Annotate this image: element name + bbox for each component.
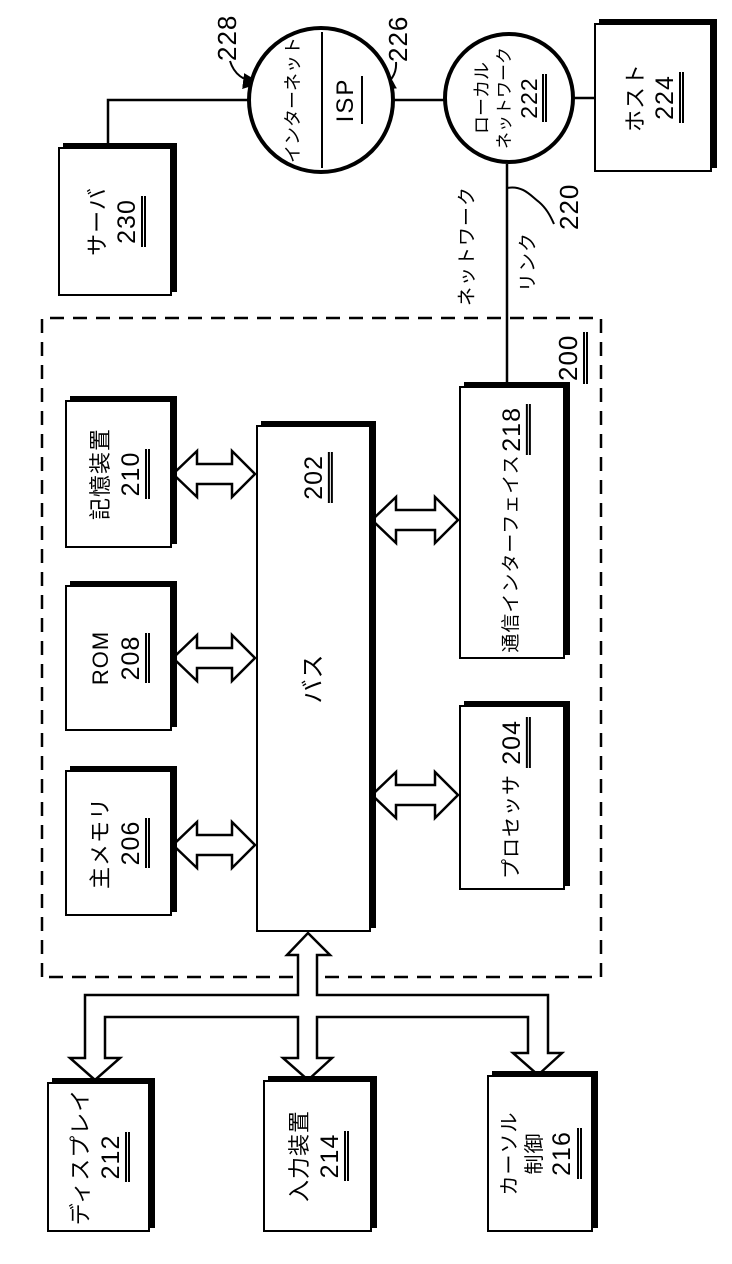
rom-label: ROM bbox=[88, 630, 114, 686]
storage-bus-double-arrow bbox=[171, 447, 257, 501]
local-network-circle: ローカル ネットワーク 222 bbox=[443, 32, 575, 164]
internet-isp-circle: インターネット ISP bbox=[247, 26, 395, 174]
display-box: ディスプレイ 212 bbox=[47, 1082, 150, 1232]
bus-label: バス bbox=[299, 653, 327, 704]
isp-half: ISP bbox=[332, 30, 363, 170]
internet-ref: 228 bbox=[212, 14, 242, 61]
comm-interface-box: 通信インターフェイス 218 bbox=[459, 386, 565, 659]
input-device-ref: 214 bbox=[316, 1130, 349, 1182]
main-memory-box: 主メモリ 206 bbox=[65, 770, 172, 916]
internet-half: インターネット bbox=[279, 30, 305, 170]
main-memory-label: 主メモリ bbox=[88, 797, 114, 890]
isp-ref: 226 bbox=[383, 15, 413, 62]
local-network-label-line1: ローカル bbox=[471, 62, 492, 134]
storage-device-box: 記憶装置 210 bbox=[65, 400, 172, 548]
internet-isp-divider bbox=[321, 32, 323, 168]
cursor-control-box: カーソル 制御 216 bbox=[487, 1075, 593, 1232]
processor-ref: 204 bbox=[498, 717, 532, 768]
local-network-label-line2: ネットワーク bbox=[495, 47, 515, 149]
bus-box: バス 202 bbox=[256, 425, 371, 932]
system-ref-label: 200 bbox=[552, 331, 589, 384]
comm-interface-ref: 218 bbox=[498, 404, 532, 455]
cursor-control-label-line1: カーソル bbox=[499, 1111, 522, 1196]
input-device-box: 入力装置 214 bbox=[263, 1080, 372, 1232]
main-memory-ref: 206 bbox=[117, 817, 150, 869]
bus-peripherals-arrow-tree bbox=[66, 931, 566, 1082]
internet-label: インターネット bbox=[283, 37, 303, 163]
host-ref: 224 bbox=[651, 72, 685, 123]
local-network-ref: 222 bbox=[516, 74, 548, 122]
display-label: ディスプレイ bbox=[68, 1088, 94, 1226]
rom-ref: 208 bbox=[117, 632, 150, 684]
comm-interface-label: 通信インターフェイス bbox=[501, 454, 523, 653]
cursor-control-label-line2: 制御 bbox=[524, 1132, 547, 1175]
processor-box: プロセッサ 204 bbox=[459, 705, 565, 890]
server-label: サーバ bbox=[84, 187, 110, 256]
system-boundary-dashed-box bbox=[40, 316, 603, 979]
bus-comm-double-arrow bbox=[370, 493, 460, 547]
storage-device-label: 記憶装置 bbox=[88, 428, 114, 521]
cursor-control-ref: 216 bbox=[548, 1128, 582, 1179]
network-link-label-line1: ネットワーク bbox=[457, 185, 478, 306]
rom-bus-double-arrow bbox=[171, 631, 257, 685]
network-link-label-line2: リンク bbox=[518, 231, 539, 292]
server-ref: 230 bbox=[113, 196, 147, 247]
rom-box: ROM 208 bbox=[65, 585, 172, 731]
system-ref: 200 bbox=[553, 331, 589, 384]
network-link-ref: 220 bbox=[554, 183, 584, 230]
isp-label: ISP bbox=[332, 75, 363, 125]
host-label: ホスト bbox=[622, 63, 648, 133]
mainmemory-bus-double-arrow bbox=[171, 818, 257, 872]
host-box: ホスト 224 bbox=[594, 23, 712, 172]
display-ref: 212 bbox=[97, 1131, 130, 1183]
server-box: サーバ 230 bbox=[58, 147, 172, 296]
input-device-label: 入力装置 bbox=[287, 1110, 313, 1203]
server-internet-line bbox=[106, 98, 249, 147]
storage-device-ref: 210 bbox=[117, 448, 150, 500]
processor-label: プロセッサ bbox=[500, 774, 523, 879]
ref-220-leader-line bbox=[506, 186, 555, 225]
bus-ref: 202 bbox=[299, 452, 333, 503]
bus-processor-double-arrow bbox=[370, 768, 460, 822]
